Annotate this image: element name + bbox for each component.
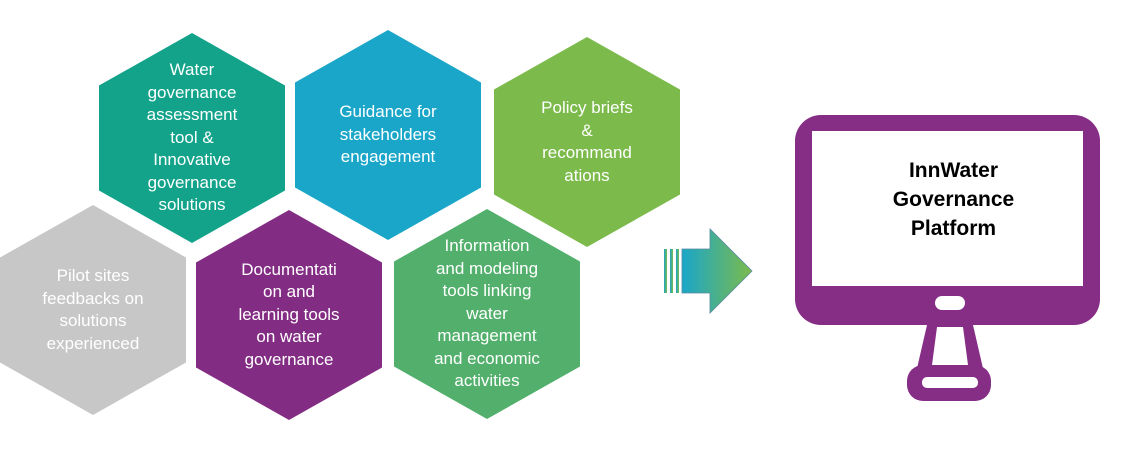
hex-policy-briefs: Policy briefs & recommand ations [494, 37, 680, 247]
monitor-icon [795, 115, 1100, 401]
hex-pilot-sites: Pilot sites feedbacks on solutions exper… [0, 205, 186, 415]
hex-documentation: Documentati on and learning tools on wat… [196, 210, 382, 420]
hex-assessment-tool: Water governance assessment tool & Innov… [99, 33, 285, 243]
hex-stakeholder-guidance: Guidance for stakeholders engagement [295, 30, 481, 240]
platform-title: InnWater Governance Platform [892, 159, 1015, 240]
hex-information-tools-label: Information and modeling tools linking w… [434, 236, 540, 391]
hex-documentation-label: Documentati on and learning tools on wat… [238, 259, 340, 369]
hex-pilot-sites-label: Pilot sites feedbacks on solutions exper… [42, 266, 144, 353]
hex-policy-briefs-label: Policy briefs & recommand ations [541, 98, 633, 185]
hex-assessment-tool-label: Water governance assessment tool & Innov… [146, 60, 238, 215]
hex-stakeholder-guidance-label: Guidance for stakeholders engagement [339, 102, 437, 167]
right-arrow-icon [664, 228, 753, 314]
hex-information-tools: Information and modeling tools linking w… [394, 209, 580, 419]
